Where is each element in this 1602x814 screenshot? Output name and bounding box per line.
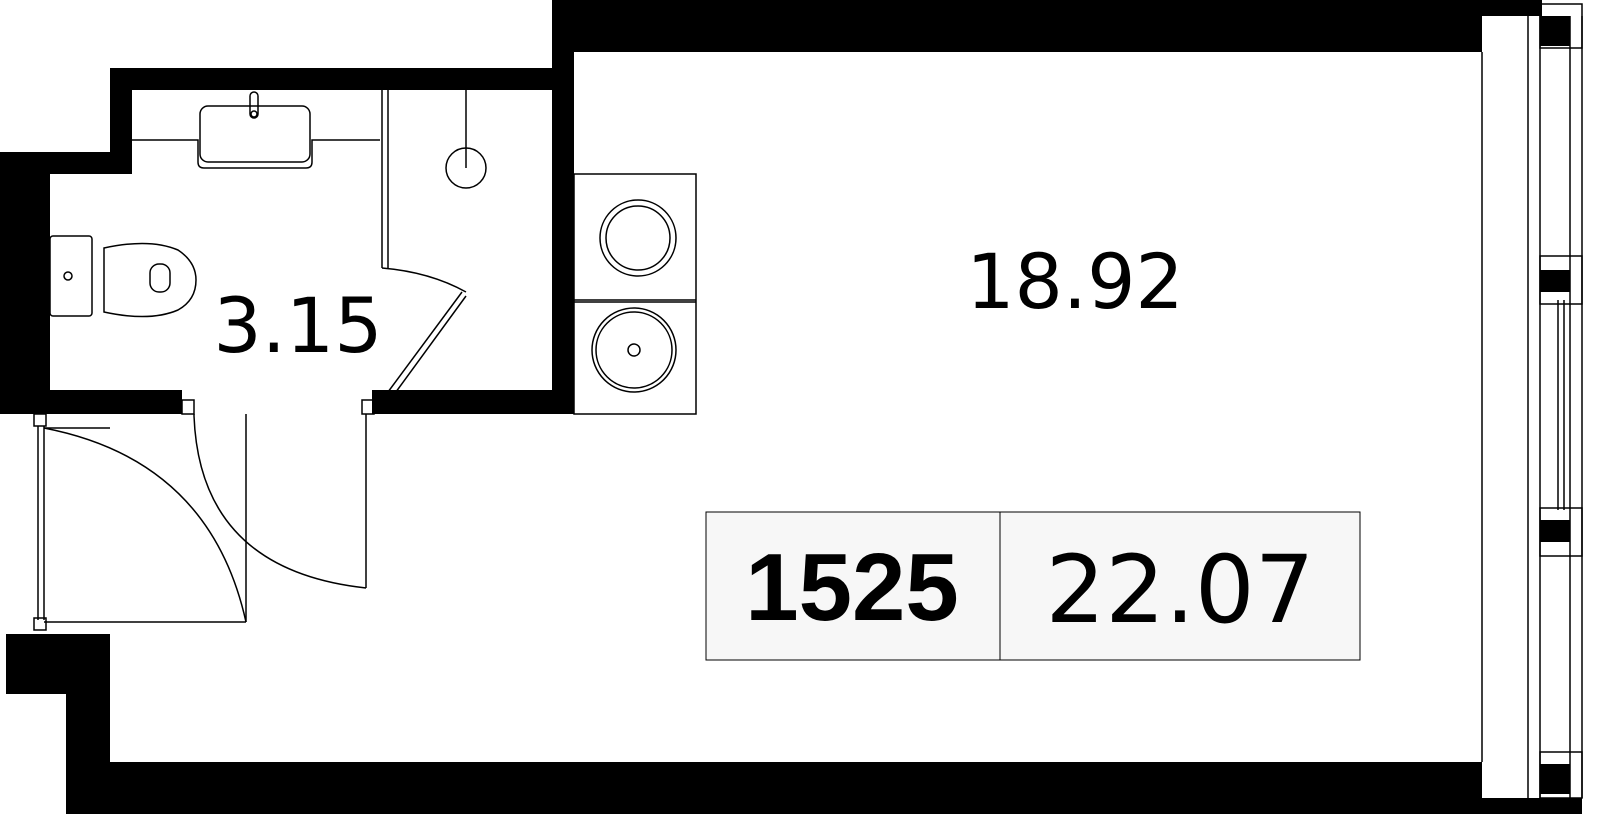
wall-top [552, 0, 1482, 52]
wall-bath-bottom-left [0, 390, 182, 414]
walls [0, 0, 1482, 814]
total-area: 22.07 [1045, 536, 1314, 645]
entrance-door [33, 399, 375, 631]
summary-area-cell [999, 511, 1361, 661]
apartment-number: 1525 [745, 534, 959, 641]
summary-number-cell [705, 511, 1001, 661]
bathroom-interior-lines [381, 90, 467, 268]
window-frame-details [1539, 3, 1583, 799]
wall-left [0, 152, 50, 392]
sink-icon [132, 91, 380, 169]
wall-studio-left-upper [552, 0, 574, 412]
window-mullions [1482, 0, 1582, 814]
kitchen-sink-icon [591, 307, 677, 393]
wall-bottom [66, 762, 1482, 814]
bathroom-area-label: 3.15 [213, 281, 382, 370]
window-frame [1481, 16, 1583, 798]
wall-bath-top [110, 68, 574, 90]
toilet-icon [49, 235, 197, 318]
summary-box: 1525 22.07 [705, 511, 1361, 661]
kitchen-counter [573, 173, 697, 415]
wall-bath-step-vertical [110, 68, 132, 174]
studio-area-label: 18.92 [966, 237, 1184, 326]
stove-icon [599, 199, 677, 277]
wall-bath-bottom-right [372, 390, 574, 414]
shower-icon [445, 147, 487, 189]
bathroom-door [381, 267, 467, 397]
